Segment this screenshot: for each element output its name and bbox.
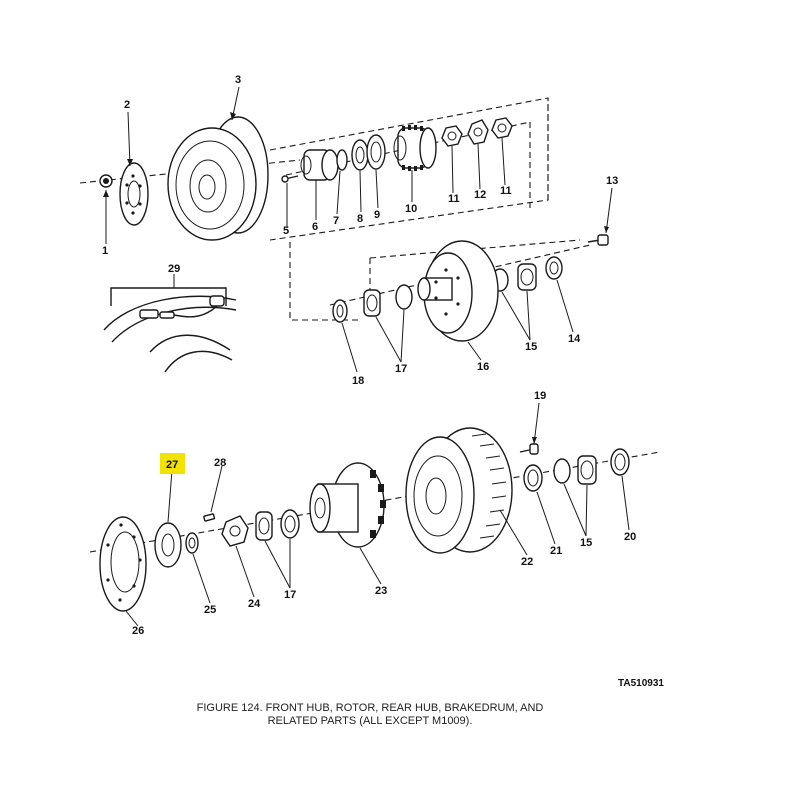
- part-17-bearing-bottom: [255, 509, 300, 541]
- part-10-bearing: [393, 125, 437, 171]
- part-15-bearing-bottom: [553, 455, 597, 485]
- part-28-key: [203, 513, 216, 522]
- callout-23: 23: [375, 585, 387, 597]
- part-4-bolt: [281, 175, 299, 183]
- callout-25: 25: [204, 604, 216, 616]
- part-26-backing-plate: [99, 516, 147, 612]
- figure-caption-line-2: RELATED PARTS (ALL EXCEPT M1009).: [267, 715, 473, 727]
- part-15-bearing: [491, 263, 537, 292]
- part-22-brakedrum: [405, 427, 513, 554]
- part-27-washer: [154, 522, 182, 568]
- part-8-seal: [351, 139, 369, 171]
- part-16-rotor: [417, 240, 499, 342]
- arrowheads: [103, 112, 609, 444]
- callout-21: 21: [550, 545, 562, 557]
- part-11-nut-a: [441, 125, 463, 147]
- callout-12: 12: [474, 189, 486, 201]
- callout-11b: 11: [500, 185, 512, 197]
- figure-caption-line-1: FIGURE 124. FRONT HUB, ROTOR, REAR HUB, …: [196, 702, 544, 714]
- callout-2: 2: [124, 99, 130, 111]
- callout-19: 19: [534, 390, 546, 402]
- drawing-code: TA510931: [618, 678, 664, 689]
- leader-lines: [105, 86, 630, 627]
- callout-1: 1: [102, 245, 108, 257]
- callout-numbers: 1 2 3 5 6 7 8 9 10 11 12 11 13 14 15 16 …: [102, 74, 636, 637]
- part-9-seal: [366, 134, 386, 170]
- callout-5: 5: [283, 225, 289, 237]
- callout-15b: 15: [580, 537, 592, 549]
- callout-18: 18: [352, 375, 364, 387]
- callout-16: 16: [477, 361, 489, 373]
- part-1-nut: [99, 174, 113, 188]
- part-3-wheel: [167, 116, 269, 241]
- highlight-callout-27: [160, 453, 185, 474]
- part-23-rear-hub: [309, 462, 386, 548]
- callout-9: 9: [374, 209, 380, 221]
- callout-13: 13: [606, 175, 618, 187]
- callout-10: 10: [405, 203, 417, 215]
- part-6-hub-cap: [300, 149, 339, 181]
- part-29-valve-inset: [103, 287, 237, 373]
- part-14-cup: [545, 256, 563, 280]
- callout-27: 27: [166, 459, 178, 471]
- callout-17a: 17: [395, 363, 407, 375]
- callout-8: 8: [357, 213, 363, 225]
- callout-15a: 15: [525, 341, 537, 353]
- callout-22: 22: [521, 556, 533, 568]
- part-19-stud: [519, 443, 539, 455]
- callout-20: 20: [624, 531, 636, 543]
- callout-7: 7: [333, 215, 339, 227]
- callout-17b: 17: [284, 589, 296, 601]
- callout-14: 14: [568, 333, 581, 345]
- part-21-seal: [523, 464, 543, 492]
- part-24-nut: [221, 515, 249, 547]
- callout-11a: 11: [448, 193, 460, 205]
- part-12-lock-washer: [467, 119, 489, 145]
- part-7-ring: [336, 149, 348, 171]
- part-17-bearing-top: [363, 284, 413, 317]
- callout-3: 3: [235, 74, 241, 86]
- part-20-cup: [610, 448, 630, 476]
- part-13-stud: [587, 234, 609, 246]
- callout-29: 29: [168, 263, 180, 275]
- callout-6: 6: [312, 221, 318, 233]
- part-2-flange: [119, 162, 149, 226]
- callout-26: 26: [132, 625, 144, 637]
- part-18-seal: [332, 299, 348, 323]
- callout-24: 24: [248, 598, 261, 610]
- part-25-ring: [185, 532, 199, 554]
- part-11-nut-b: [491, 117, 513, 139]
- callout-28: 28: [214, 457, 226, 469]
